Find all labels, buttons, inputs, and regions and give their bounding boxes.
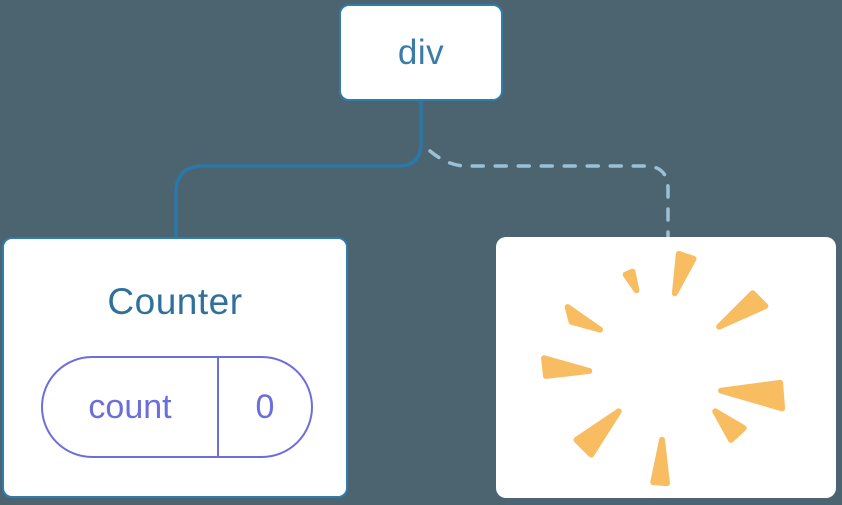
state-pill: count 0 <box>41 356 313 458</box>
edge-solid-div-to-counter <box>174 101 423 237</box>
node-label-div: div <box>397 32 445 72</box>
poof-ray <box>650 436 670 487</box>
state-value-label: 0 <box>255 387 275 426</box>
poof-ray <box>573 408 622 458</box>
component-title: Counter <box>107 281 243 322</box>
tree-node-div: div <box>339 4 503 101</box>
state-pill-divider <box>217 358 219 456</box>
poof-ray <box>718 379 786 412</box>
tree-node-removed <box>496 237 836 498</box>
poof-ray <box>671 250 697 297</box>
edge-dashed-div-to-removed <box>428 149 670 239</box>
poof-ray <box>716 290 769 330</box>
poof-icon <box>541 250 786 487</box>
tree-node-counter: Counter count 0 <box>2 237 348 498</box>
poof-ray <box>712 408 747 443</box>
poof-ray <box>541 355 593 379</box>
poof-ray <box>622 268 640 294</box>
state-key-label: count <box>88 387 172 426</box>
poof-ray <box>564 304 604 333</box>
